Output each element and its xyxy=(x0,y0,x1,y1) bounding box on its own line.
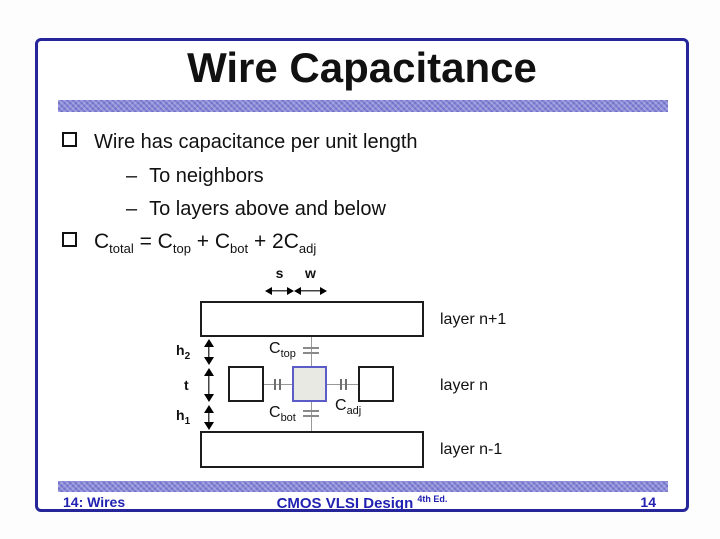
left-adj-connector-line xyxy=(264,384,292,385)
dash-bullet-icon: – xyxy=(126,165,138,187)
formula-sub-top: top xyxy=(172,241,191,257)
formula-sub-bot: bot xyxy=(230,241,249,257)
cbot-capacitor-plate xyxy=(303,410,319,412)
formula-sub-adj: adj xyxy=(298,241,317,257)
cbot-capacitor-plate xyxy=(303,415,319,417)
sub-bullet-2: –To layers above and below xyxy=(126,196,386,222)
sub-bullet-text: To layers above and below xyxy=(149,198,386,220)
bullet-item-2: Ctotal = Ctop + Cbot + 2Cadj xyxy=(62,229,316,262)
ctop-label: Ctop xyxy=(269,340,296,361)
right-adj-capacitor-plate xyxy=(340,379,342,390)
left-adj-capacitor-plate xyxy=(274,379,276,390)
cbot-label: Cbot xyxy=(269,404,296,425)
ctop-capacitor-plate xyxy=(303,347,319,349)
layer-n-label: layer n xyxy=(440,377,489,394)
square-bullet-icon xyxy=(62,232,77,247)
footer-page-number: 14 xyxy=(640,494,656,510)
footer-divider-bar xyxy=(58,481,668,492)
cadj-subscript: adj xyxy=(346,405,362,418)
capacitance-formula: Ctotal = Ctop + Cbot + 2Cadj xyxy=(94,230,317,257)
left-adj-capacitor-plate xyxy=(279,379,281,390)
square-bullet-icon xyxy=(62,132,77,147)
cadj-label: Cadj xyxy=(335,397,362,418)
ctop-connector-line xyxy=(311,337,312,366)
ctop-subscript: top xyxy=(280,348,296,361)
bullet-text: Wire has capacitance per unit length xyxy=(94,131,418,153)
s-dimension-arrow xyxy=(265,285,294,296)
t-dimension-arrow xyxy=(203,368,215,402)
cbot-subscript: bot xyxy=(280,412,296,425)
dim-label-w: w xyxy=(305,265,316,281)
right-neighbor-wire-rect xyxy=(358,366,394,402)
sub-bullet-text: To neighbors xyxy=(149,165,264,187)
slide: Wire Capacitance Wire has capacitance pe… xyxy=(35,38,689,512)
t-label: t xyxy=(184,377,189,393)
footer-lecture-title: 14: Wires xyxy=(63,494,126,510)
ctop-capacitor-plate xyxy=(303,352,319,354)
layer-n-minus-1-rect xyxy=(200,431,424,468)
layer-n-plus-1-rect xyxy=(200,301,424,337)
w-dimension-arrow xyxy=(294,285,327,296)
right-adj-connector-line xyxy=(327,384,358,385)
h2-dimension-arrow xyxy=(203,339,215,365)
footer-book-title: CMOS VLSI Design 4th Ed. xyxy=(276,494,448,512)
formula-sub-total: total xyxy=(109,241,134,257)
h1-subscript: 1 xyxy=(184,415,191,427)
h1-label: h1 xyxy=(176,407,191,427)
title-divider-bar xyxy=(58,100,668,112)
h1-dimension-arrow xyxy=(203,405,215,430)
layer-n-minus-1-label: layer n-1 xyxy=(440,441,503,458)
h2-label: h2 xyxy=(176,342,191,362)
dash-bullet-icon: – xyxy=(126,198,138,220)
slide-title: Wire Capacitance xyxy=(187,44,537,91)
h2-subscript: 2 xyxy=(184,350,191,362)
bullet-item-1: Wire has capacitance per unit length xyxy=(62,129,418,155)
sub-bullet-1: –To neighbors xyxy=(126,163,264,189)
wire-capacitance-diagram: s w layer n+1 h2 t h1 Ctop layer n xyxy=(38,41,686,509)
right-adj-capacitor-plate xyxy=(345,379,347,390)
footer-edition: 4th Ed. xyxy=(417,494,448,504)
layer-n-plus-1-label: layer n+1 xyxy=(440,311,507,328)
center-wire-rect xyxy=(292,366,327,402)
dim-label-s: s xyxy=(275,265,284,281)
left-neighbor-wire-rect xyxy=(228,366,264,402)
